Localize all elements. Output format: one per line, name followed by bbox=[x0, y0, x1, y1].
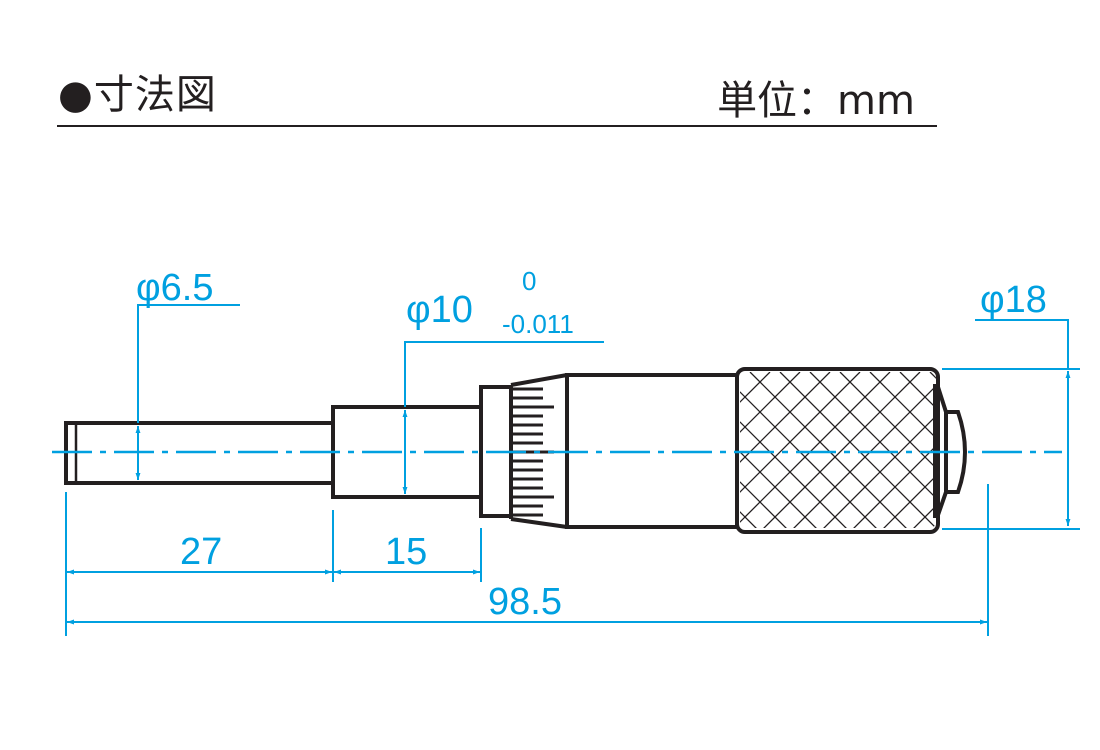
knurl-line bbox=[1050, 372, 1100, 572]
sleeve-tolerance-upper: 0 bbox=[522, 266, 536, 296]
knurl-line bbox=[1020, 372, 1100, 572]
knurl-line bbox=[740, 372, 891, 528]
knurl-line bbox=[869, 372, 936, 528]
spindle-length-label: 27 bbox=[180, 531, 222, 573]
dimension-lines bbox=[52, 304, 1080, 636]
knurl-pattern bbox=[740, 372, 1100, 572]
knurl-line bbox=[740, 372, 831, 528]
knurl-line bbox=[929, 372, 936, 528]
knurl-line bbox=[740, 372, 921, 528]
knurl-line bbox=[779, 372, 936, 528]
knurl-line bbox=[809, 372, 936, 528]
section-title: ●寸法図 bbox=[58, 72, 217, 118]
knurl-line bbox=[1020, 372, 1100, 572]
knurled-grip bbox=[735, 367, 940, 534]
knurl-line bbox=[1080, 372, 1100, 572]
knurl-line bbox=[839, 372, 936, 528]
knurl-line bbox=[1050, 372, 1100, 572]
knurl-line bbox=[960, 372, 1100, 572]
knurl-line bbox=[740, 372, 861, 528]
thimble-diameter-label: φ18 bbox=[980, 279, 1047, 321]
knurl-line bbox=[740, 372, 771, 528]
knurl-line bbox=[899, 372, 936, 528]
unit-label: 単位：mm bbox=[717, 78, 915, 124]
thimble-bevel bbox=[510, 373, 568, 529]
ratchet-cap bbox=[946, 410, 967, 494]
knurl-line bbox=[740, 372, 741, 528]
knurl-line bbox=[960, 372, 1100, 572]
knurl-line bbox=[929, 372, 936, 528]
spindle-diameter-label: φ6.5 bbox=[136, 267, 213, 309]
knurl-line bbox=[749, 372, 936, 528]
sleeve-diameter-label: φ10 bbox=[406, 289, 473, 331]
total-length-label: 98.5 bbox=[488, 581, 562, 623]
knurl-line bbox=[740, 372, 741, 528]
header-divider bbox=[57, 125, 937, 127]
knurl-line bbox=[990, 372, 1100, 572]
sleeve-tolerance-lower: -0.011 bbox=[502, 309, 574, 339]
knurl-line bbox=[990, 372, 1100, 572]
knurl-line bbox=[1080, 372, 1100, 572]
sleeve-length-label: 15 bbox=[385, 531, 427, 573]
knurl-line bbox=[740, 372, 801, 528]
